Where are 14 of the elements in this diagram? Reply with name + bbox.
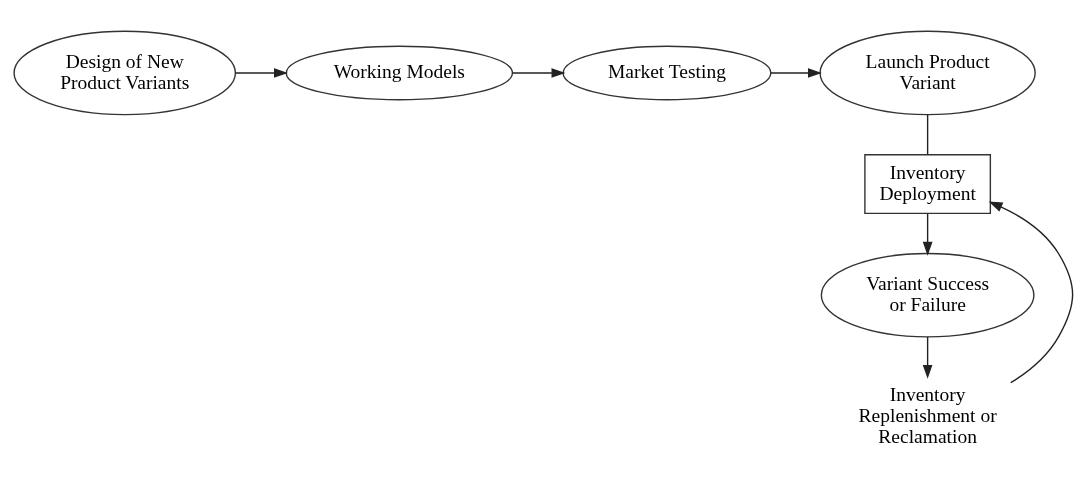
arrow	[988, 201, 1074, 384]
arrow	[922, 212, 933, 256]
arrow	[922, 336, 933, 379]
connector	[926, 114, 929, 156]
arrow	[234, 68, 288, 78]
node-ellipse: Market Testing	[562, 45, 772, 101]
arrow	[512, 68, 566, 78]
node-ellipse: Launch Product Variant	[819, 30, 1036, 116]
arrow	[770, 68, 822, 78]
node-ellipse: Design of New Product Variants	[13, 30, 237, 116]
node-box: Inventory Deployment	[864, 154, 992, 215]
node-ellipse: Working Models	[285, 45, 514, 101]
node-ellipse: Variant Success or Failure	[820, 252, 1035, 338]
node-text: Inventory Replenishment or Reclamation	[858, 383, 997, 447]
